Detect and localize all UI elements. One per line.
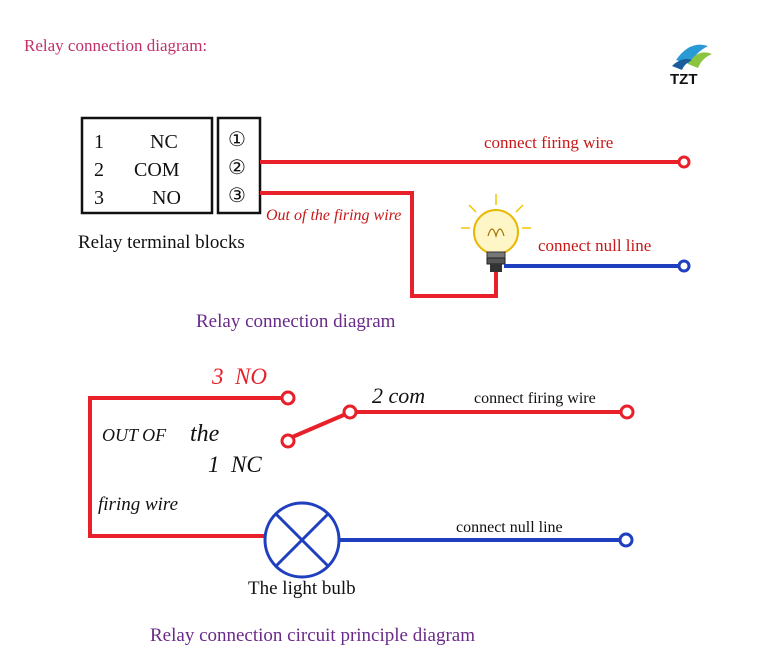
terminal-2-symbol: ② — [228, 157, 246, 179]
terminal-3-symbol: ③ — [228, 185, 246, 207]
firing-wire-terminal-dot — [677, 155, 691, 169]
nc-contact-dot — [280, 433, 296, 449]
terminal-row-1: 1 NC — [94, 131, 178, 153]
no-terminal-label: 3 NO — [211, 364, 267, 389]
tzt-logo: TZT — [670, 44, 712, 88]
top-diagram-caption: Relay connection diagram — [196, 311, 396, 332]
logo-mark-icon — [672, 44, 712, 70]
terminal-row-label: NC — [150, 131, 178, 153]
terminal-screw-box — [216, 116, 262, 215]
terminal-row-2: 2 COM — [94, 159, 180, 181]
no-contact-dot — [280, 390, 296, 406]
terminal-1-symbol: ① — [228, 129, 246, 151]
light-bulb-label: The light bulb — [248, 578, 356, 599]
com-contact-dot — [342, 404, 358, 420]
terminal-row-number: 2 — [94, 159, 104, 181]
terminal-block-caption: Relay terminal blocks — [78, 232, 245, 253]
terminal-row-label: COM — [134, 159, 180, 181]
switch-arm — [289, 412, 347, 440]
out-of-firing-wire-label: Out of the firing wire — [266, 207, 401, 224]
null-line-terminal-dot — [677, 259, 691, 273]
out-of-label: OUT OF — [102, 425, 167, 445]
the-label: the — [190, 421, 220, 447]
terminal-label-box — [80, 116, 214, 215]
firing-wire-text: firing wire — [98, 494, 178, 515]
com-terminal-label: 2 com — [372, 383, 425, 408]
terminal-row-number: 1 — [94, 131, 104, 153]
bottom-diagram-caption: Relay connection circuit principle diagr… — [150, 625, 475, 646]
page-title: Relay connection diagram: — [24, 36, 207, 55]
nc-terminal-label: 1 NC — [208, 452, 262, 477]
connect-firing-wire-label: connect firing wire — [484, 133, 613, 152]
no-wire-bottom — [88, 396, 286, 538]
logo-text: TZT — [670, 71, 698, 88]
output-wire-top — [260, 191, 498, 298]
terminal-row-number: 3 — [94, 187, 104, 209]
terminal-row-3: 3 NO — [94, 187, 181, 209]
connect-null-line-bottom-label: connect null line — [456, 519, 563, 536]
terminal-row-label: NO — [152, 187, 181, 209]
connect-null-line-label: connect null line — [538, 236, 651, 255]
null-line-bottom-terminal-dot — [618, 532, 634, 548]
light-bulb-icon — [461, 194, 531, 272]
connect-firing-wire-bottom-label: connect firing wire — [474, 390, 596, 407]
lamp-symbol-icon — [263, 501, 341, 579]
firing-wire-bottom-terminal-dot — [619, 404, 635, 420]
